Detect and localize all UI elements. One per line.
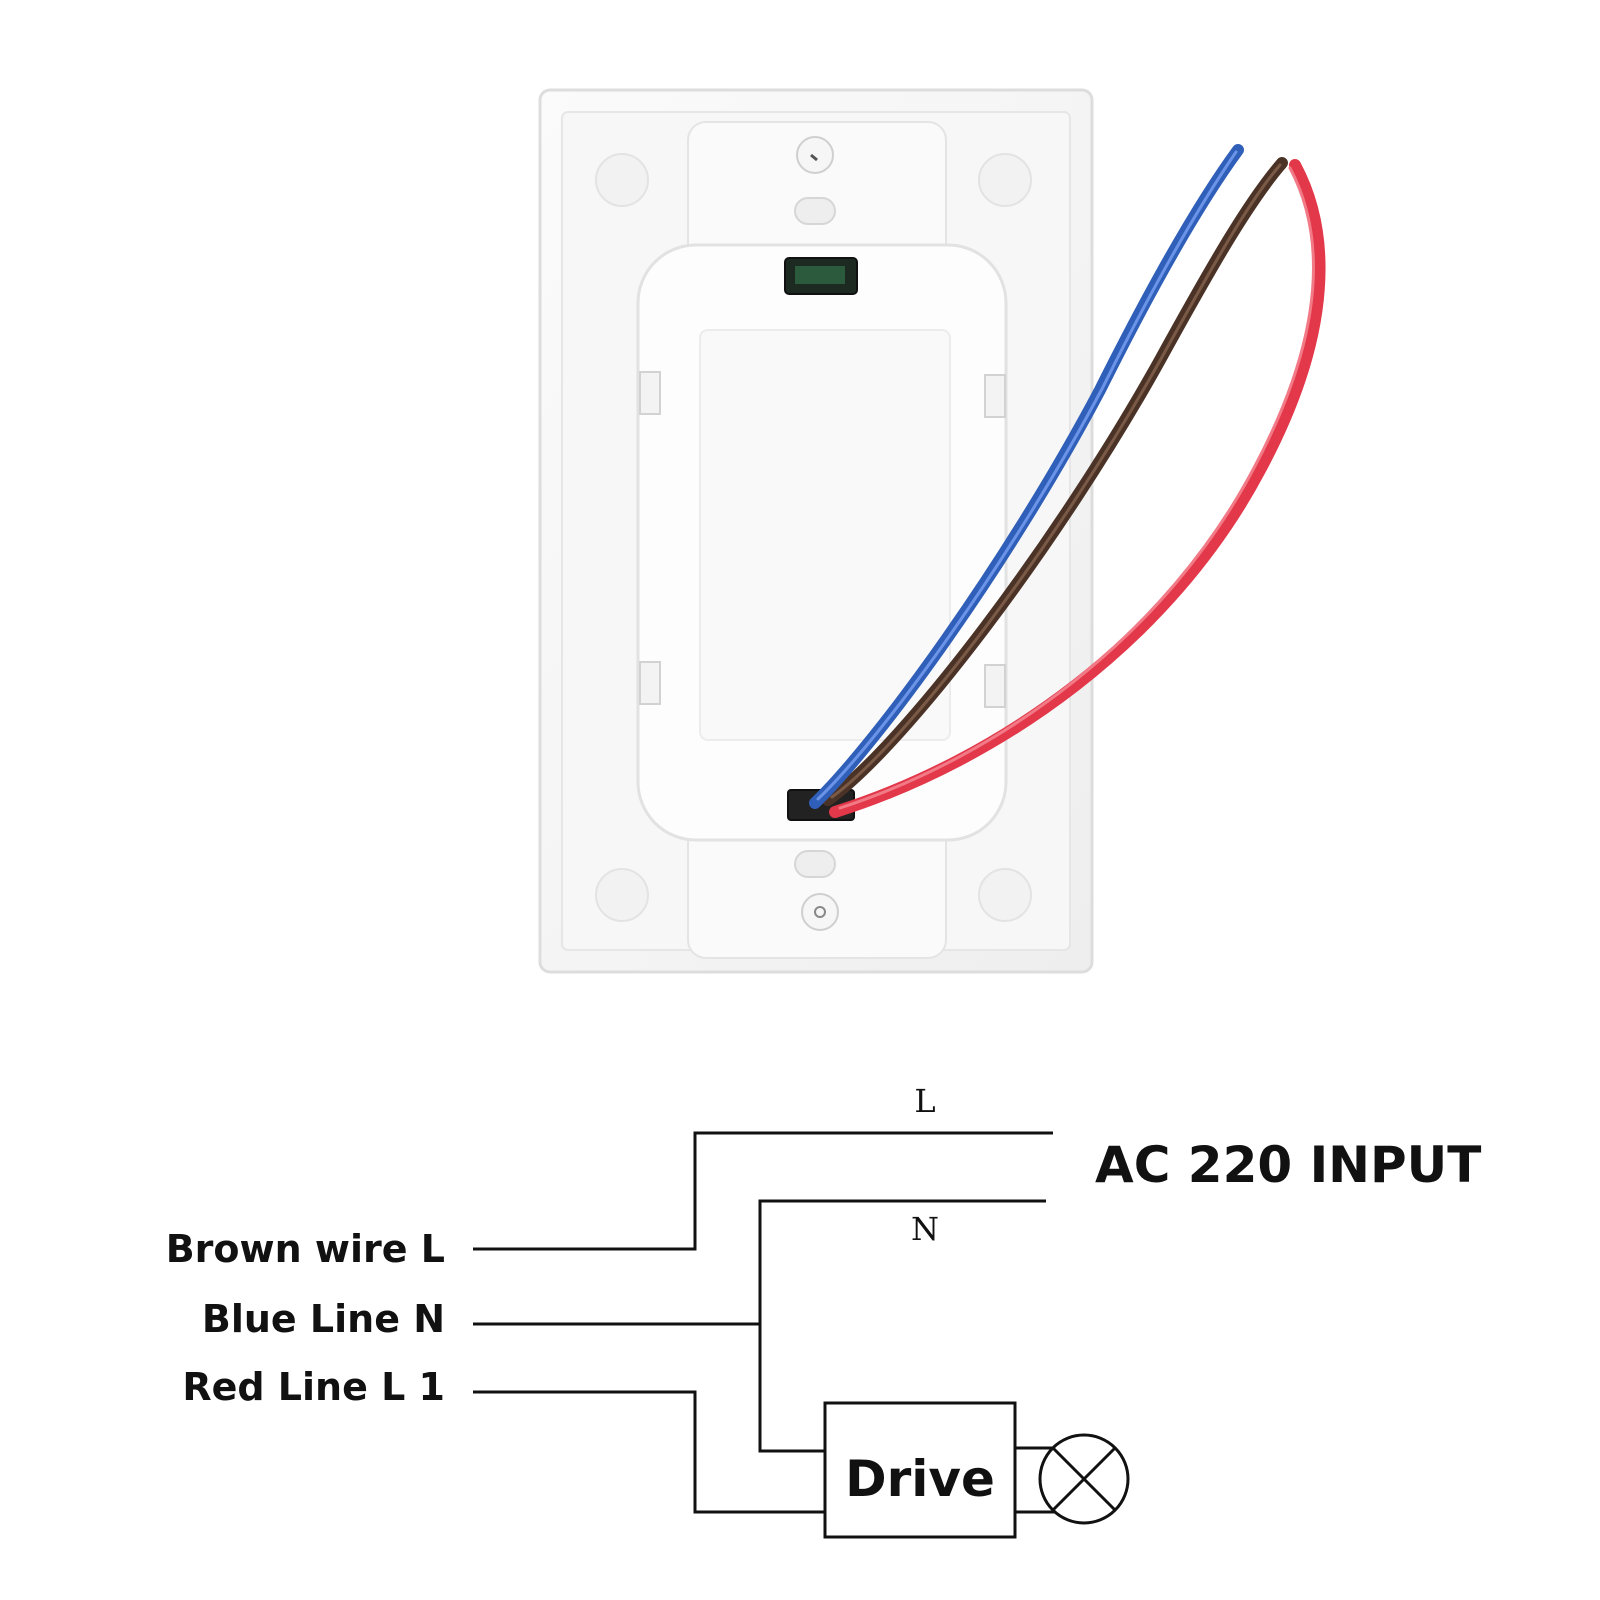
line-N-path [758,1199,1046,1453]
lamp-icon [1038,1433,1130,1525]
brown-wire-highlight [830,163,1282,799]
screw-slot [810,153,818,162]
side-clip [639,371,661,415]
top-terminal-window [795,266,845,284]
red-wire-label: Red Line L 1 [182,1365,445,1409]
screw-icon [796,136,834,174]
line-L-path [473,1131,1053,1251]
blue-wire-label: Blue Line N [202,1297,445,1341]
corner-boss [978,153,1032,207]
ac-input-label: AC 220 INPUT [1095,1136,1481,1194]
brown-wire-label: Brown wire L [166,1227,445,1271]
switch-plate-photo [538,88,1326,974]
corner-boss [978,868,1032,922]
side-clip [639,661,661,705]
module-label-panel [699,329,951,741]
red-wire [829,159,1326,818]
line-L-label: L [914,1082,935,1120]
screw-icon [801,893,839,931]
side-clip [984,664,1006,708]
drive-box [823,1401,1017,1539]
corner-boss [595,153,649,207]
drive-label: Drive [845,1450,995,1508]
corner-boss [595,868,649,922]
red-wire-highlight [838,166,1315,810]
line-L1-path [473,1390,825,1514]
mounting-slot [794,197,836,225]
screw-center [814,906,826,918]
blue-wire-highlight [816,150,1238,801]
side-clip [984,374,1006,418]
line-N-label: N [911,1210,939,1248]
wiring-schematic: Drive L N AC 220 INPUT Brown wire L Blue… [166,1082,1481,1539]
mounting-slot [794,850,836,878]
